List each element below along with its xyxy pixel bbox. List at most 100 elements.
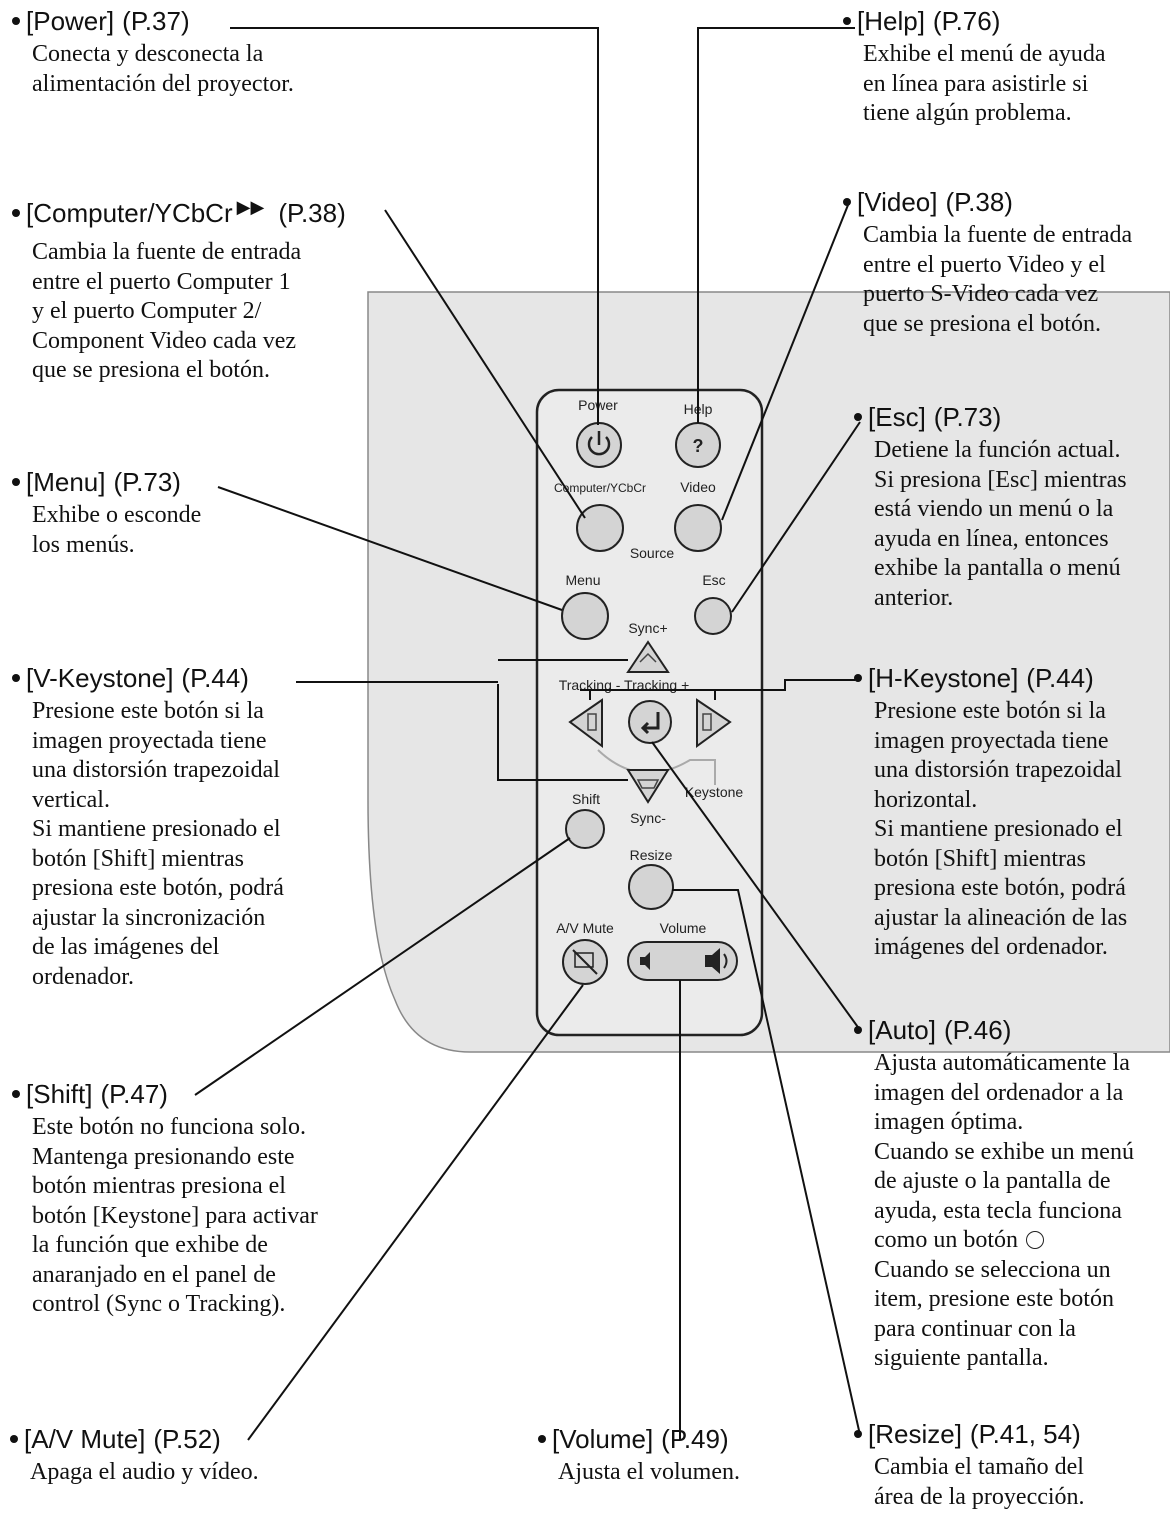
callout-desc: Exhibe o esconde los menús. — [32, 502, 202, 558]
keystone-down-icon — [636, 779, 660, 789]
callout-desc-2: Cuando se selecciona un item, presione e… — [874, 1256, 1114, 1372]
help-button[interactable]: ? — [675, 422, 721, 468]
esc-button[interactable] — [694, 597, 732, 635]
bullet-icon — [843, 198, 851, 206]
tracking-minus-button[interactable] — [568, 698, 603, 748]
fast-forward-icon: ▶▶ — [236, 197, 265, 217]
callout-desc: Presione este botón si la imagen proyect… — [32, 698, 284, 990]
callout-volume: [Volume](P.49) Ajusta el volumen. — [538, 1424, 740, 1488]
enter-circle-icon — [1026, 1231, 1044, 1249]
help-icon: ? — [693, 436, 704, 456]
esc-leader — [731, 421, 861, 613]
callout-title: [Resize] — [868, 1419, 962, 1449]
resize-button[interactable] — [628, 864, 674, 910]
power-button[interactable] — [576, 422, 622, 468]
av-mute-button[interactable] — [562, 939, 608, 985]
shift-button[interactable] — [565, 809, 605, 849]
sync-plus-label: Sync+ — [628, 620, 667, 636]
page-ref: (P.52) — [153, 1424, 221, 1454]
callout-title: [A/V Mute] — [24, 1424, 146, 1454]
bullet-icon — [843, 17, 851, 25]
callout-title: [Menu] — [26, 467, 106, 497]
menu-button[interactable] — [561, 592, 609, 640]
volume-button[interactable] — [627, 941, 738, 981]
page-ref: (P.47) — [100, 1079, 168, 1109]
callout-desc: Cambia la fuente de entrada entre el pue… — [32, 239, 302, 383]
page-ref: (P.46) — [943, 1015, 1012, 1045]
callout-resize: [Resize](P.41, 54) Cambia el tamaño del … — [854, 1419, 1085, 1512]
keystone-right-icon — [702, 713, 712, 731]
bullet-icon — [12, 478, 20, 486]
auto-leader — [651, 741, 861, 1031]
tracking-plus-button[interactable] — [696, 698, 732, 748]
callout-title: [Computer/YCbCr — [26, 198, 233, 228]
callout-desc: Presione este botón si la imagen proyect… — [874, 698, 1128, 960]
bullet-icon — [12, 209, 20, 217]
callout-desc-wrap: Ajusta automáticamente la imagen del ord… — [874, 1049, 1134, 1256]
callout-title: [Power] — [26, 6, 115, 36]
page-ref: (P.73) — [113, 467, 181, 497]
sync-plus-button[interactable] — [626, 640, 670, 673]
callout-v-keystone: [V-Keystone](P.44) Presione este botón s… — [12, 663, 284, 992]
menu-leader — [217, 486, 563, 611]
bullet-icon — [12, 17, 20, 25]
callout-title: [H-Keystone] — [868, 663, 1019, 693]
av-mute-label: A/V Mute — [556, 920, 614, 936]
source-label: Source — [630, 545, 675, 561]
page-ref: (P.73) — [933, 402, 1002, 432]
callout-desc: Detiene la función actual. Si presiona [… — [874, 437, 1127, 611]
shift-leader — [194, 837, 571, 1096]
video-button[interactable] — [674, 504, 722, 552]
sync-minus-button[interactable] — [626, 769, 670, 804]
page-ref: (P.37) — [122, 6, 190, 36]
page-ref: (P.76) — [932, 6, 1001, 36]
leader-lines — [194, 27, 861, 1441]
menu-label: Menu — [565, 572, 600, 588]
shift-label: Shift — [572, 791, 600, 807]
callout-desc: Este botón no funciona solo. Mantenga pr… — [32, 1114, 318, 1317]
callout-title: [Shift] — [26, 1079, 93, 1109]
computer-leader — [384, 209, 586, 519]
callout-shift: [Shift](P.47) Este botón no funciona sol… — [12, 1079, 318, 1320]
callout-desc: Cambia el tamaño del área de la proyecci… — [874, 1454, 1085, 1510]
keystone-label: Keystone — [685, 784, 744, 800]
callout-title: [Auto] — [868, 1015, 936, 1045]
callout-desc: Ajusta automáticamente la imagen del ord… — [874, 1050, 1134, 1253]
callout-title: [Volume] — [552, 1424, 654, 1454]
page-ref: (P.49) — [661, 1424, 729, 1454]
power-leader — [230, 27, 599, 425]
callout-title: [Help] — [857, 6, 925, 36]
callout-title: [V-Keystone] — [26, 663, 174, 693]
video-leader — [721, 204, 849, 521]
callout-computer: [Computer/YCbCr▶▶(P.38) Cambia la fuente… — [12, 192, 346, 386]
av-mute-leader — [247, 984, 584, 1441]
callout-title: [Video] — [857, 187, 938, 217]
callout-esc: [Esc](P.73) Detiene la función actual. S… — [854, 402, 1127, 613]
computer-button[interactable] — [576, 504, 624, 552]
auto-button[interactable] — [628, 700, 672, 744]
callout-help: [Help](P.76) Exhibe el menú de ayuda en … — [843, 6, 1106, 129]
bullet-icon — [12, 1090, 20, 1098]
volume-icon — [640, 948, 728, 974]
help-leader — [697, 27, 855, 423]
callout-power: [Power](P.37) Conecta y desconecta la al… — [12, 6, 294, 99]
keystone-arrow-icon — [639, 652, 657, 663]
page-ref: (P.44) — [1026, 663, 1094, 693]
v-keystone-bracket — [497, 684, 628, 781]
enter-icon — [640, 712, 660, 735]
callout-menu: [Menu](P.73) Exhibe o esconde los menús. — [12, 467, 201, 560]
power-icon — [587, 431, 611, 456]
bullet-icon — [854, 1026, 862, 1034]
page-ref: (P.38) — [945, 187, 1013, 217]
callout-av-mute: [A/V Mute](P.52) Apaga el audio y vídeo. — [10, 1424, 259, 1488]
bullet-icon — [12, 674, 20, 682]
av-mute-icon — [572, 949, 598, 975]
esc-label: Esc — [702, 572, 725, 588]
callout-video: [Video](P.38) Cambia la fuente de entrad… — [843, 187, 1132, 339]
volume-label: Volume — [660, 920, 707, 936]
bullet-icon — [854, 413, 862, 421]
callout-auto: [Auto](P.46) Ajusta automáticamente la i… — [854, 1015, 1134, 1374]
page-ref: (P.44) — [181, 663, 249, 693]
callout-desc: Ajusta el volumen. — [558, 1459, 740, 1485]
